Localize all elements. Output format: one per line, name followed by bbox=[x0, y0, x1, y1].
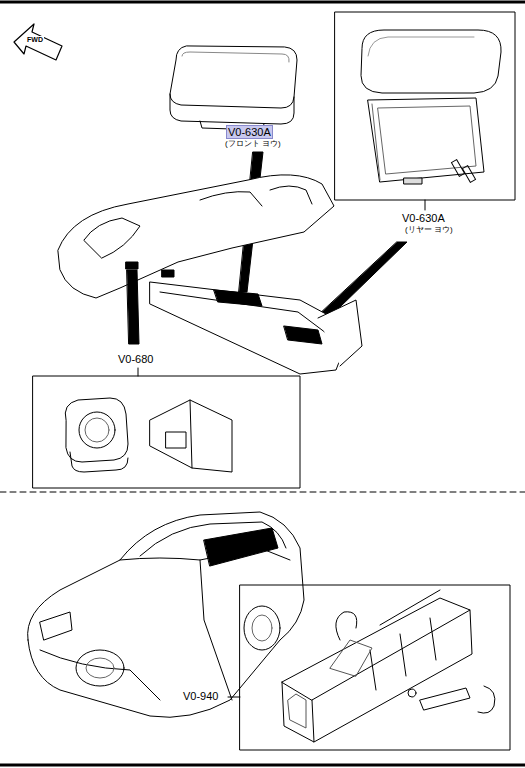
part-number: V0-630A bbox=[401, 212, 446, 224]
dashboard-console bbox=[58, 175, 362, 374]
leader-wedge bbox=[127, 270, 139, 344]
part-number: V0-630A bbox=[227, 126, 272, 138]
section-divider bbox=[0, 492, 525, 493]
part-note: (リヤー ヨウ) bbox=[404, 226, 454, 235]
car-body bbox=[28, 512, 304, 717]
top-rule bbox=[0, 1, 525, 4]
part-number: V0-680 bbox=[117, 353, 154, 365]
part-number: V0-940 bbox=[182, 690, 219, 702]
bag-inset bbox=[228, 585, 510, 750]
trim-inset bbox=[33, 368, 300, 488]
bottom-rule bbox=[0, 764, 525, 767]
part-note: (フロント ヨウ) bbox=[224, 140, 282, 149]
rear-armrest-inset bbox=[335, 12, 515, 210]
fwd-arrow bbox=[14, 24, 62, 60]
front-armrest bbox=[170, 46, 297, 131]
direction-label: FWD bbox=[26, 36, 44, 44]
